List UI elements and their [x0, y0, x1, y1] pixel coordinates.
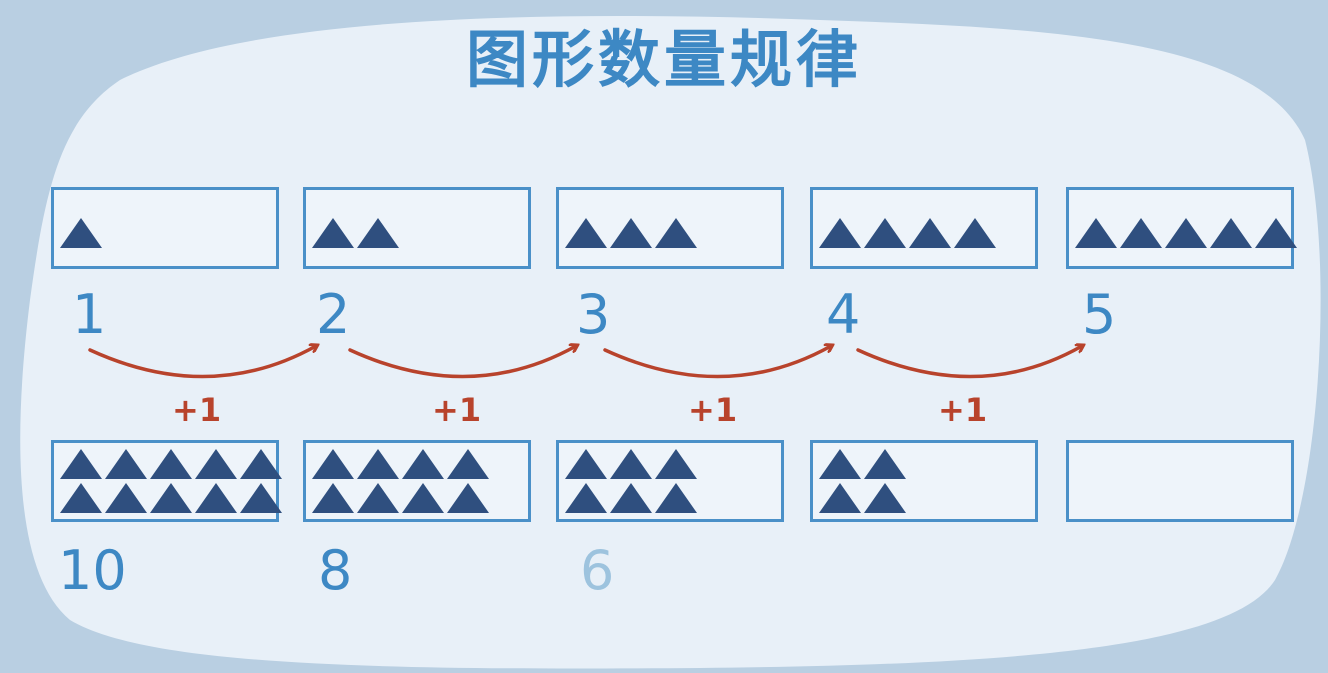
triangle-icon — [1120, 218, 1162, 248]
bottom-number-3: 6 — [580, 539, 615, 602]
triangle-icon — [312, 218, 354, 248]
triangle-group — [1075, 218, 1297, 248]
step-label-1: +1 — [172, 391, 222, 429]
triangle-group — [312, 449, 489, 513]
triangle-icon — [819, 483, 861, 513]
triangle-group — [819, 449, 906, 513]
bottom-number-1: 10 — [58, 539, 127, 602]
triangle-group — [312, 218, 399, 248]
triangle-icon — [357, 218, 399, 248]
top-box-2 — [303, 187, 531, 269]
triangle-icon — [655, 449, 697, 479]
page-title: 图形数量规律 — [465, 23, 862, 96]
triangle-icon — [1165, 218, 1207, 248]
bottom-box-5 — [1066, 440, 1294, 522]
triangle-group — [60, 218, 102, 248]
top-box-5 — [1066, 187, 1297, 269]
top-number-1: 1 — [72, 283, 107, 346]
triangle-icon — [312, 449, 354, 479]
triangle-icon — [864, 218, 906, 248]
bottom-box-4 — [810, 440, 1038, 522]
bottom-box-2 — [303, 440, 531, 522]
top-box-4 — [810, 187, 1038, 269]
top-number-2: 2 — [316, 283, 351, 346]
bottom-box-3 — [556, 440, 784, 522]
arrow-3-to-4 — [603, 346, 831, 379]
step-label-2: +1 — [432, 391, 482, 429]
triangle-icon — [312, 483, 354, 513]
triangle-icon — [447, 483, 489, 513]
triangle-icon — [402, 449, 444, 479]
triangle-icon — [195, 483, 237, 513]
arrow-4-to-5 — [856, 346, 1082, 379]
triangle-icon — [610, 218, 652, 248]
triangle-icon — [357, 449, 399, 479]
arrow-2-to-3 — [348, 346, 576, 379]
triangle-icon — [565, 218, 607, 248]
arrow-1-to-2 — [88, 346, 316, 379]
triangle-group — [60, 449, 282, 513]
triangle-icon — [655, 483, 697, 513]
triangle-icon — [240, 483, 282, 513]
triangle-icon — [195, 449, 237, 479]
triangle-icon — [60, 449, 102, 479]
triangle-icon — [819, 449, 861, 479]
triangle-group — [819, 218, 996, 248]
triangle-icon — [447, 449, 489, 479]
triangle-icon — [1210, 218, 1252, 248]
triangle-icon — [864, 449, 906, 479]
triangle-icon — [819, 218, 861, 248]
top-number-5: 5 — [1082, 283, 1117, 346]
step-label-3: +1 — [688, 391, 738, 429]
triangle-group — [565, 449, 697, 513]
top-number-3: 3 — [576, 283, 611, 346]
triangle-icon — [240, 449, 282, 479]
top-number-4: 4 — [826, 283, 861, 346]
top-box-1 — [51, 187, 279, 269]
triangle-icon — [655, 218, 697, 248]
triangle-icon — [565, 449, 607, 479]
triangle-icon — [150, 449, 192, 479]
triangle-icon — [60, 218, 102, 248]
triangle-icon — [1255, 218, 1297, 248]
triangle-group — [565, 218, 697, 248]
triangle-icon — [150, 483, 192, 513]
triangle-icon — [909, 218, 951, 248]
bottom-box-1 — [51, 440, 282, 522]
triangle-icon — [402, 483, 444, 513]
bottom-number-2: 8 — [318, 539, 353, 602]
triangle-icon — [357, 483, 399, 513]
step-label-4: +1 — [938, 391, 988, 429]
top-box-3 — [556, 187, 784, 269]
triangle-icon — [105, 449, 147, 479]
triangle-icon — [954, 218, 996, 248]
triangle-icon — [105, 483, 147, 513]
triangle-icon — [1075, 218, 1117, 248]
triangle-group — [1069, 443, 1291, 519]
triangle-icon — [60, 483, 102, 513]
triangle-icon — [864, 483, 906, 513]
triangle-icon — [565, 483, 607, 513]
triangle-icon — [610, 449, 652, 479]
triangle-icon — [610, 483, 652, 513]
